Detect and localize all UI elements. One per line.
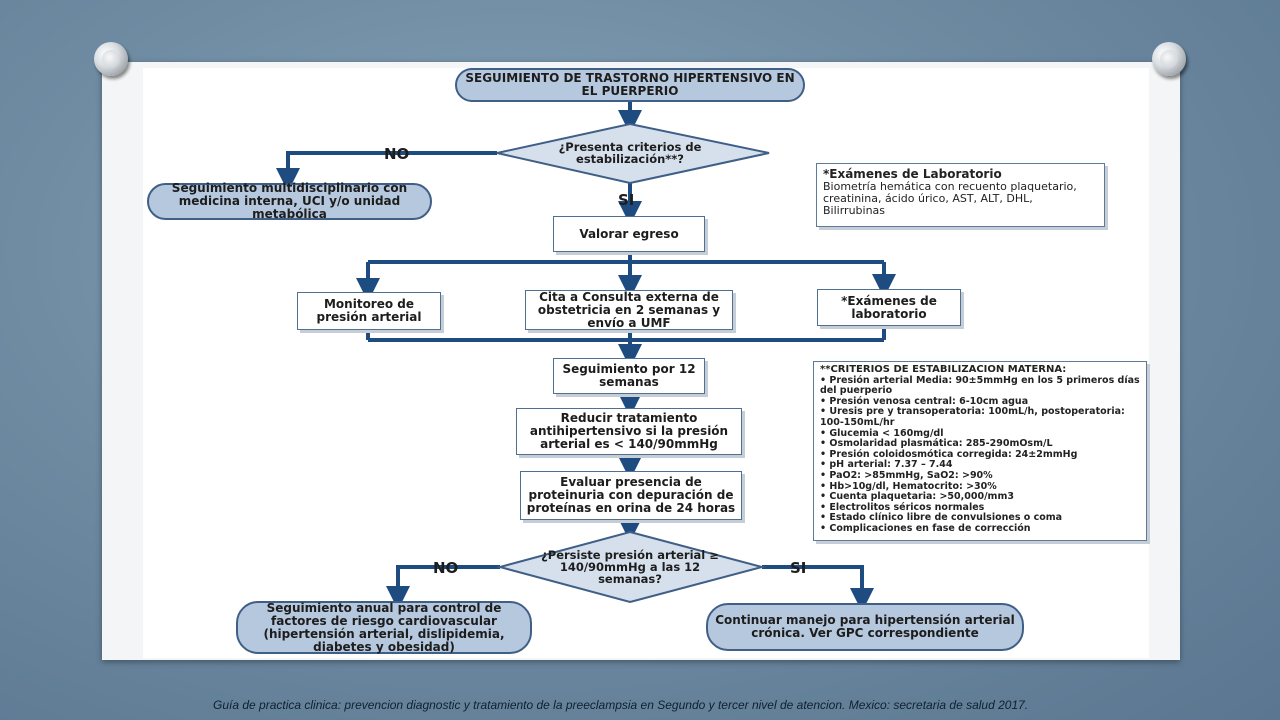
pushpin-icon (1152, 42, 1186, 76)
criteria-item: • Estado clínico libre de convulsiones o… (820, 512, 1063, 524)
criteria-item: • Electrolitos séricos normales (820, 501, 985, 513)
reduce-treatment-node: Reducir tratamiento antihipertensivo si … (516, 408, 742, 455)
decision-persistent-bp: ¿Persiste presión arterial ≥ 140/90mmHg … (541, 548, 719, 586)
criteria-item: • pH arterial: 7.37 – 7.44 (820, 459, 953, 471)
lab-note-text: Biometría hemática con recuento plaqueta… (823, 180, 1077, 217)
no-label-2: NO (433, 559, 459, 577)
pushpin-icon (94, 42, 128, 76)
criteria-item: • Glucemia < 160mg/dl (820, 427, 944, 439)
criteria-item: • Presión coloidosmótica corregida: 24±2… (820, 448, 1078, 460)
no-label: NO (384, 145, 410, 163)
chronic-hypertension-node: Continuar manejo para hipertensión arter… (706, 603, 1024, 651)
evaluate-proteinuria-node: Evaluar presencia de proteinuria con dep… (520, 471, 742, 520)
stabilization-criteria-note: **CRITERIOS DE ESTABILIZACION MATERNA: •… (813, 361, 1147, 541)
criteria-item: • Osmolaridad plasmática: 285-290mOsm/L (820, 438, 1053, 450)
monitor-bp-node: Monitoreo de presión arterial (297, 292, 441, 330)
lab-exams-node: *Exámenes de laboratorio (817, 289, 961, 326)
criteria-item: • PaO2: >85mmHg, SaO2: >90% (820, 469, 993, 481)
decision-stabilization: ¿Presenta criterios de estabilización**? (558, 140, 702, 166)
annual-followup-node: Seguimiento anual para control de factor… (236, 601, 532, 654)
lab-exams-note: *Exámenes de Laboratorio Biometría hemát… (816, 163, 1105, 227)
criteria-item: • Hb>10g/dl, Hematocrito: >30% (820, 480, 997, 492)
criteria-item: • Presión arterial Media: 90±5mmHg en lo… (820, 374, 1140, 397)
valorar-egreso-node: Valorar egreso (553, 216, 705, 252)
title-node: SEGUIMIENTO DE TRASTORNO HIPERTENSIVO EN… (455, 68, 805, 102)
multidisciplinary-followup-node: Seguimiento multidisciplinario con medic… (147, 182, 432, 221)
followup-12-weeks-node: Seguimiento por 12 semanas (553, 358, 705, 394)
citation-footer: Guía de practica clinica: prevencion dia… (213, 698, 1029, 712)
outpatient-appointment-node: Cita a Consulta externa de obstetricia e… (525, 290, 733, 330)
criteria-item: • Complicaciones en fase de corrección (820, 522, 1031, 534)
lab-note-title: *Exámenes de Laboratorio (823, 167, 1002, 181)
criteria-item: • Presión venosa central: 6-10cm agua (820, 395, 1029, 407)
yes-label: SI (618, 191, 635, 209)
criteria-item: • Uresis pre y transoperatoria: 100mL/h,… (820, 406, 1125, 428)
criteria-item: • Cuenta plaquetaria: >50,000/mm3 (820, 491, 1014, 503)
criteria-title: **CRITERIOS DE ESTABILIZACION MATERNA: (820, 364, 1067, 375)
yes-label-2: SI (790, 559, 807, 577)
